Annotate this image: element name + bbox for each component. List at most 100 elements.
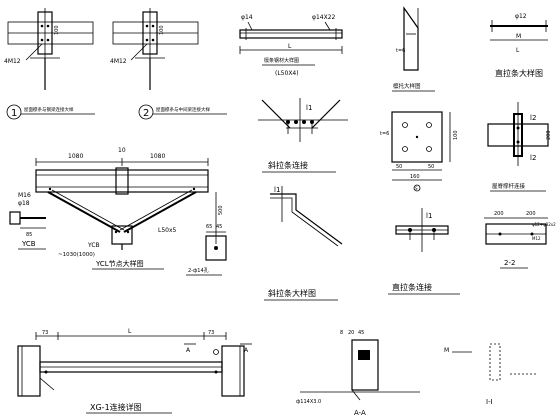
column-right <box>221 345 245 397</box>
detail-3: L φ14 φ14X22 檩条钢材大样图 (L50X4) <box>239 14 343 77</box>
tag-7: S <box>415 186 418 191</box>
detail-sub-3: (L50X4) <box>275 70 299 77</box>
detail-title-6: 斜拉条连接 <box>268 160 308 170</box>
detail-5: φ12 M L 直拉条大样图 <box>490 13 548 78</box>
hole-label-3: φ14 <box>241 14 253 21</box>
detail-title-17: I-I <box>486 398 493 406</box>
web-stiffener <box>115 167 129 195</box>
section-a-15a: A <box>186 347 191 354</box>
m-label-13: M12 <box>532 236 541 241</box>
dim-9a: 1080 <box>68 153 83 160</box>
mark-8a: l2 <box>530 114 536 122</box>
bracket-plate <box>403 6 419 71</box>
thickness-label-4: t=6 <box>396 48 405 54</box>
detail-16: 8 20 45 ф114X3.0 A-A <box>296 330 420 417</box>
m-label-17: M <box>444 347 449 354</box>
ii-section <box>489 343 501 381</box>
dim-15a: 73 <box>42 330 48 336</box>
dim-16a: 8 <box>340 330 343 336</box>
thickness-label-7: t=6 <box>380 131 389 137</box>
rafter-beam <box>35 169 209 193</box>
dim-14: 65 <box>206 224 212 230</box>
angle-label-9: L50x5 <box>158 227 177 234</box>
detail-title-1: 屋面檩条与钢梁连接大样 <box>24 106 74 113</box>
detail-title-15: XG-1连接详图 <box>90 402 142 412</box>
dim-7c: 160 <box>410 174 420 180</box>
dim-9c: 10 <box>118 147 126 154</box>
detail-13: 200 200 φ12+φ32x2 M12 2-2 <box>484 211 556 269</box>
dim-16c: 45 <box>358 330 364 336</box>
detail-title-10: YCB <box>21 240 36 248</box>
detail-title-8: 屋脊撑杆连接 <box>492 182 526 190</box>
dim-9d: 500 <box>218 205 224 215</box>
dim-16b: 20 <box>348 330 354 336</box>
dim-9b: 1080 <box>150 153 165 160</box>
detail-12: l1 直拉条连接 <box>388 208 460 295</box>
detail-17: M I-I <box>444 343 538 406</box>
hole-plate <box>205 235 227 261</box>
section-mark-11: l1 <box>274 186 280 194</box>
m-label-5: M <box>516 33 521 40</box>
detail-title-9: YCL节点大样图 <box>95 259 144 268</box>
detail-11: l1 斜拉条大样图 <box>264 186 343 301</box>
dim-7d: 100 <box>453 130 459 140</box>
detail-7: 50 50 160 100 t=6 S <box>380 111 459 192</box>
detail-title-2: 屋面檩条与中间梁连接大样 <box>156 106 210 113</box>
detail-number-1: 1 <box>11 108 17 119</box>
detail-title-3: 檩条钢材大样图 <box>264 57 299 64</box>
dim-14b: 45 <box>216 224 222 230</box>
detail-circle-2 <box>138 104 154 120</box>
knee-plate <box>391 111 443 163</box>
detail-title-11: 斜拉条大样图 <box>268 288 316 298</box>
dim-7a: 50 <box>396 164 402 170</box>
detail-title-5: 直拉条大样图 <box>495 68 543 78</box>
detail-title-16: A-A <box>354 409 366 417</box>
bent-rod <box>270 193 343 245</box>
ycb-rod-label: φ18 <box>18 200 30 207</box>
detail-title-4: 檩托大样图 <box>393 82 421 90</box>
detail-15: 73 73 L A A XG-1连接详图 <box>17 328 252 414</box>
ycb-m-label: M16 <box>18 192 31 199</box>
gusset-plate <box>351 339 379 391</box>
dim-8: 200 <box>546 130 552 140</box>
angle-bar <box>239 29 343 39</box>
detail-2: 4M12 100 2 屋面檩条与中间梁连接大样 <box>110 8 227 120</box>
detail-6: l1 斜拉条连接 <box>258 98 348 173</box>
length-label-3: L <box>288 43 292 50</box>
bolt-label-13: φ12+φ32x2 <box>532 222 556 227</box>
detail-9: 1080 1080 10 500 L50x5 YCB ~1030(1000) Y… <box>35 147 224 270</box>
section-mark-12: l1 <box>426 212 432 220</box>
dim-13a: 200 <box>494 211 504 217</box>
brace-right <box>123 191 197 233</box>
detail-8: l2 l2 200 屋脊撑杆连接 <box>487 102 552 192</box>
bolt-group <box>358 350 370 360</box>
length-label-15: L <box>128 328 132 335</box>
slot-label-3: φ14X22 <box>312 14 336 21</box>
dim-15b: 73 <box>208 330 214 336</box>
dim-1: 100 <box>54 25 60 35</box>
tag-label-9: YCB <box>87 242 100 249</box>
detail-title-13: 2-2 <box>504 259 515 267</box>
section-mark-6: l1 <box>306 104 312 112</box>
detail-10: M16 φ18 85 YCB <box>9 192 46 250</box>
length-label-9: ~1030(1000) <box>58 252 95 258</box>
l-label-5: L <box>516 47 520 54</box>
ycb-plate <box>9 211 21 225</box>
mark-8b: l2 <box>530 154 536 162</box>
brace-left <box>47 191 121 233</box>
column-left <box>17 345 41 397</box>
detail-1: 4M12 100 1 屋面檩条与钢梁连接大样 <box>4 8 95 120</box>
dim-7b: 50 <box>428 164 434 170</box>
section-a-15b: A <box>244 347 249 354</box>
pipe-label-16: ф114X3.0 <box>296 399 321 405</box>
detail-number-2: 2 <box>143 108 149 119</box>
detail-circle-1 <box>6 104 22 120</box>
detail-14: 65 45 2-ф14孔 <box>186 224 227 276</box>
detail-4: t=6 檩托大样图 <box>392 6 435 92</box>
bolt-label-2: 4M12 <box>110 58 127 65</box>
bolt-label-1: 4M12 <box>4 58 21 65</box>
dim-2: 100 <box>159 25 165 35</box>
rod-label-5: φ12 <box>515 13 527 20</box>
dim-13b: 200 <box>526 211 536 217</box>
